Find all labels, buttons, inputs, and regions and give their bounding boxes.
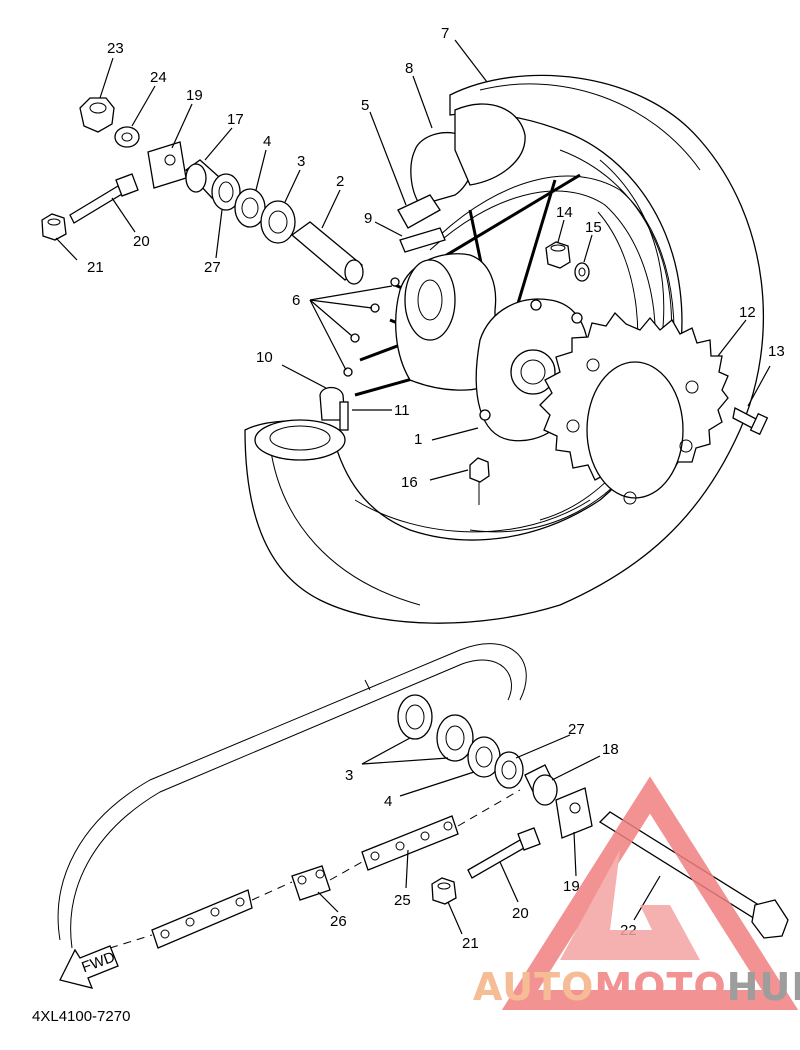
callout-labels: 23 24 19 17 4 3 2 20 21 27 7 8 5 9 14 15… <box>87 25 785 952</box>
callout-26: 26 <box>330 913 347 930</box>
callout-6: 6 <box>292 292 300 309</box>
callout-4-bottom: 4 <box>384 793 392 810</box>
callout-8: 8 <box>405 60 413 77</box>
callout-18: 18 <box>602 741 619 758</box>
callout-16: 16 <box>401 474 418 491</box>
callout-3-bottom: 3 <box>345 767 353 784</box>
washer <box>114 126 140 148</box>
callout-19-top: 19 <box>186 87 203 104</box>
rear-sprocket <box>539 311 729 505</box>
valve-nut <box>469 457 490 505</box>
callout-12: 12 <box>739 304 756 321</box>
callout-14: 14 <box>556 204 573 221</box>
callout-4-top: 4 <box>263 133 271 150</box>
drive-chain <box>57 643 527 949</box>
callout-19-bottom: 19 <box>563 878 580 895</box>
callout-2: 2 <box>336 173 344 190</box>
rim-band-tube <box>410 103 526 206</box>
callout-20-bottom: 20 <box>512 905 529 922</box>
callout-11: 11 <box>394 402 410 419</box>
callout-20-top: 20 <box>133 233 150 250</box>
callout-17: 17 <box>227 111 244 128</box>
rim-lock <box>254 386 349 461</box>
sprocket-nut <box>545 241 571 269</box>
callout-3-top: 3 <box>297 153 305 170</box>
fwd-arrow: FWD <box>59 945 119 989</box>
callout-5: 5 <box>361 97 369 114</box>
callout-23: 23 <box>107 40 124 57</box>
right-side-stack <box>397 694 789 939</box>
callout-27-top: 27 <box>204 259 221 276</box>
wheel-hub <box>395 253 594 442</box>
callout-1: 1 <box>414 431 422 448</box>
callout-9: 9 <box>364 210 372 227</box>
tube-valve <box>397 194 446 253</box>
callout-21-bottom: 21 <box>462 935 479 952</box>
leader-lines <box>55 39 771 935</box>
callout-24: 24 <box>150 69 167 86</box>
left-side-stack <box>41 97 364 285</box>
callout-15: 15 <box>585 219 602 236</box>
callout-7: 7 <box>441 25 449 42</box>
callout-27-bottom: 27 <box>568 721 585 738</box>
callout-25: 25 <box>394 892 411 909</box>
watermark-logo: AUTOMOTOHUB <box>473 776 800 1010</box>
callout-13: 13 <box>768 343 785 360</box>
watermark-text: AUTOMOTOHUB <box>473 965 800 1009</box>
sprocket-washer <box>574 262 590 282</box>
diagram-code: 4XL4100-7270 <box>32 1008 130 1025</box>
callout-21-top: 21 <box>87 259 104 276</box>
callout-10: 10 <box>256 349 273 366</box>
sprocket-bolt <box>732 407 769 436</box>
